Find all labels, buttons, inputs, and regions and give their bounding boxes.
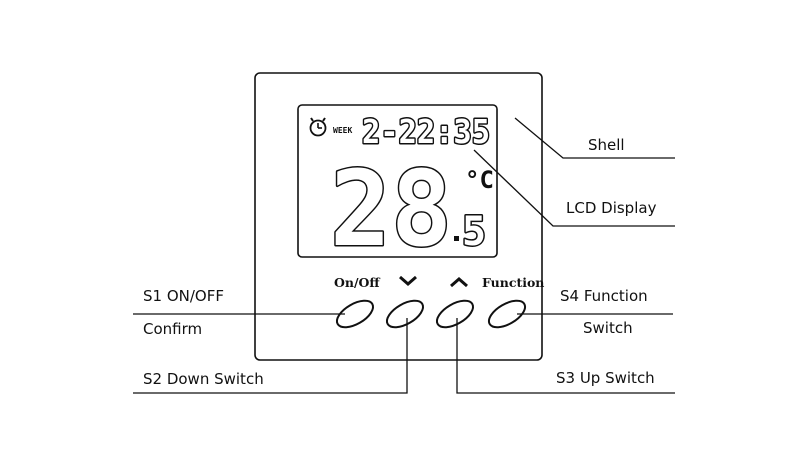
chevron-down-icon (399, 275, 417, 286)
callout-shell: Shell (588, 136, 625, 154)
callout-s4-line2: Switch (583, 319, 633, 337)
function-button[interactable] (485, 295, 530, 332)
lcd-unit-celsius: °C (465, 166, 494, 194)
callout-s3: S3 Up Switch (556, 369, 655, 387)
callout-lcd-display: LCD Display (566, 199, 657, 217)
callout-s4-line1: S4 Function (560, 287, 648, 305)
callout-s2: S2 Down Switch (143, 370, 264, 388)
clock-icon (309, 117, 327, 137)
lcd-display-frame (297, 104, 498, 258)
onoff-button-label: On/Off (334, 275, 380, 290)
lcd-week-label: WEEK (333, 126, 352, 135)
function-button-label: Function (482, 275, 544, 290)
lcd-temperature-main: 28 (330, 148, 452, 270)
down-button[interactable] (383, 295, 428, 332)
shell-leader-line (514, 117, 675, 159)
lcd-decimal-point (454, 236, 459, 241)
s3-leader-line (456, 318, 675, 394)
lcd-clock-readout: 2-22:35 (362, 112, 490, 151)
chevron-up-icon (450, 277, 468, 288)
lcd-leader-line (473, 149, 675, 227)
callout-s1-line1: S1 ON/OFF (143, 287, 224, 305)
up-button[interactable] (433, 295, 478, 332)
callout-s1-line2: Confirm (143, 320, 202, 338)
lcd-temperature-decimal: 5 (462, 209, 486, 255)
shell-frame (254, 72, 543, 361)
s2-leader-line (133, 318, 408, 394)
onoff-button[interactable] (333, 295, 378, 332)
